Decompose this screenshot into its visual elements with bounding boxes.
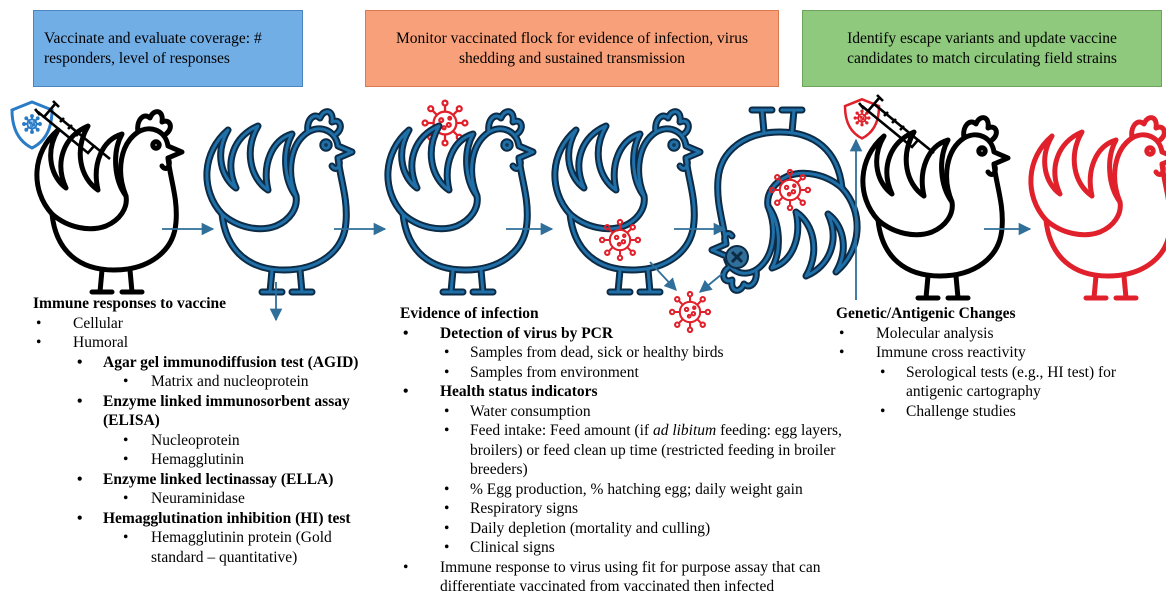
chicken-icon <box>863 118 1008 298</box>
virus-icon <box>598 218 642 262</box>
immune-list-item: Nucleoprotein <box>33 431 378 451</box>
genetic-list-item: Molecular analysis <box>836 324 1136 344</box>
genetic-section: Genetic/Antigenic Changes Molecular anal… <box>836 304 1136 421</box>
chicken-icon <box>207 112 352 292</box>
immune-list: CellularHumoralAgar gel immunodiffusion … <box>33 314 378 568</box>
immune-list-item: Agar gel immunodiffusion test (AGID) <box>33 353 378 373</box>
cross-marker-icon <box>725 245 749 269</box>
immune-responses-section: Immune responses to vaccine CellularHumo… <box>33 294 378 567</box>
pcr-item: Detection of virus by PCR <box>400 324 860 344</box>
identify-stage-text: Identify escape variants and update vacc… <box>847 29 1117 67</box>
evidence-heading: Evidence of infection <box>400 305 539 322</box>
immune-list-item: Hemagglutination inhibition (HI) test <box>33 509 378 529</box>
chicken-icon <box>37 112 182 292</box>
samples-birds-item: Samples from dead, sick or healthy birds <box>400 343 860 363</box>
genetic-heading: Genetic/Antigenic Changes <box>836 305 1016 322</box>
immune-list-item: Cellular <box>33 314 378 334</box>
immune-heading: Immune responses to vaccine <box>33 295 227 312</box>
evidence-section: Evidence of infection Detection of virus… <box>400 304 860 597</box>
monitor-stage-text: Monitor vaccinated flock for evidence of… <box>395 29 749 67</box>
chicken-icon <box>1031 118 1166 298</box>
chicken-icon <box>555 112 700 292</box>
depletion-item: Daily depletion (mortality and culling) <box>400 519 860 539</box>
genetic-list-item: Serological tests (e.g., HI test) for an… <box>836 363 1136 402</box>
immune-list-item: Neuraminidase <box>33 489 378 509</box>
immune-list-item: Enzyme linked lectinassay (ELLA) <box>33 470 378 490</box>
clinical-item: Clinical signs <box>400 538 860 558</box>
flow-arrows <box>162 138 1032 322</box>
identify-stage-box: Identify escape variants and update vacc… <box>802 10 1162 87</box>
feed-text-italic: ad libitum <box>652 422 717 439</box>
vaccinate-stage-box: Vaccinate and evaluate coverage: # respo… <box>33 10 303 87</box>
water-item: Water consumption <box>400 402 860 422</box>
samples-env-item: Samples from environment <box>400 363 860 383</box>
egg-item: % Egg production, % hatching egg; daily … <box>400 480 860 500</box>
feed-text-b: feeding: egg layers, broilers) or feed c… <box>470 422 842 478</box>
genetic-list-item: Immune cross reactivity <box>836 343 1136 363</box>
feed-item: Feed intake: Feed amount (if ad libitum … <box>400 421 860 480</box>
monitor-stage-box: Monitor vaccinated flock for evidence of… <box>365 10 779 87</box>
chicken-icon <box>388 112 533 292</box>
immune-list-item: Hemagglutinin <box>33 450 378 470</box>
vaccinate-stage-text: Vaccinate and evaluate coverage: # respo… <box>44 29 262 67</box>
respiratory-item: Respiratory signs <box>400 499 860 519</box>
genetic-list: Molecular analysisImmune cross reactivit… <box>836 324 1136 422</box>
immune-list-item: Humoral <box>33 333 378 353</box>
health-indicators-item: Health status indicators <box>400 382 860 402</box>
immune-list-item: Hemagglutinin protein (Gold standard – q… <box>33 528 378 567</box>
virus-icon <box>768 168 812 212</box>
feed-text-a: Feed intake: Feed amount (if <box>470 422 653 439</box>
immune-list-item: Enzyme linked immunosorbent assay (ELISA… <box>33 392 378 431</box>
immune-list-item: Matrix and nucleoprotein <box>33 372 378 392</box>
genetic-list-item: Challenge studies <box>836 402 1136 422</box>
immune-response-item: Immune response to virus using fit for p… <box>400 558 860 597</box>
